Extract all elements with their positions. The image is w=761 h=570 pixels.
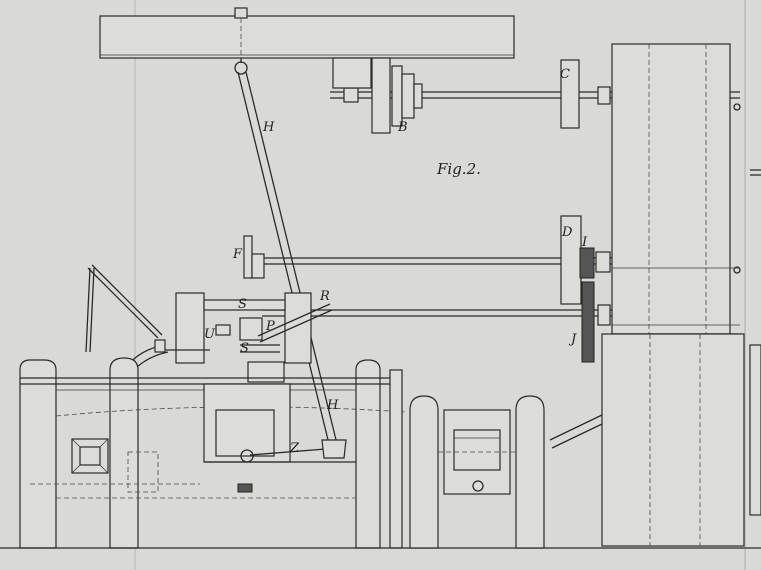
ceiling-beam (99, 7, 515, 59)
gear-i (579, 247, 611, 279)
label-f: F (232, 247, 243, 262)
label-h-upper: H (262, 120, 275, 135)
label-p: P (265, 319, 275, 334)
bracket-f (243, 235, 265, 279)
right-base (549, 333, 745, 547)
label-c: C (560, 67, 570, 82)
machine-body (0, 357, 761, 549)
right-housing (611, 43, 741, 335)
gear-j (581, 281, 595, 363)
middle-shaft (262, 257, 740, 269)
press-frame (175, 292, 312, 383)
label-s-lower: S (240, 341, 249, 356)
second-unit (409, 395, 545, 549)
hopper (71, 438, 159, 493)
rod-foot-z (249, 439, 347, 459)
lower-shaft (262, 304, 612, 326)
label-u: U (204, 327, 216, 342)
figure-title: Fig.2. (436, 160, 481, 178)
label-d: D (561, 225, 573, 240)
connecting-rod-h (237, 71, 339, 449)
rod-hanger (234, 58, 248, 75)
label-r: R (319, 289, 330, 304)
label-s-upper: S (238, 297, 247, 312)
pulley-c (560, 59, 580, 129)
edge-rod (749, 169, 761, 516)
label-i: I (581, 235, 588, 250)
label-z: Z (289, 441, 300, 456)
label-h-lower: H (326, 398, 339, 413)
lever-r (257, 303, 333, 343)
label-b: B (397, 120, 408, 135)
pulley-b (332, 57, 423, 134)
label-j: J (568, 332, 577, 347)
